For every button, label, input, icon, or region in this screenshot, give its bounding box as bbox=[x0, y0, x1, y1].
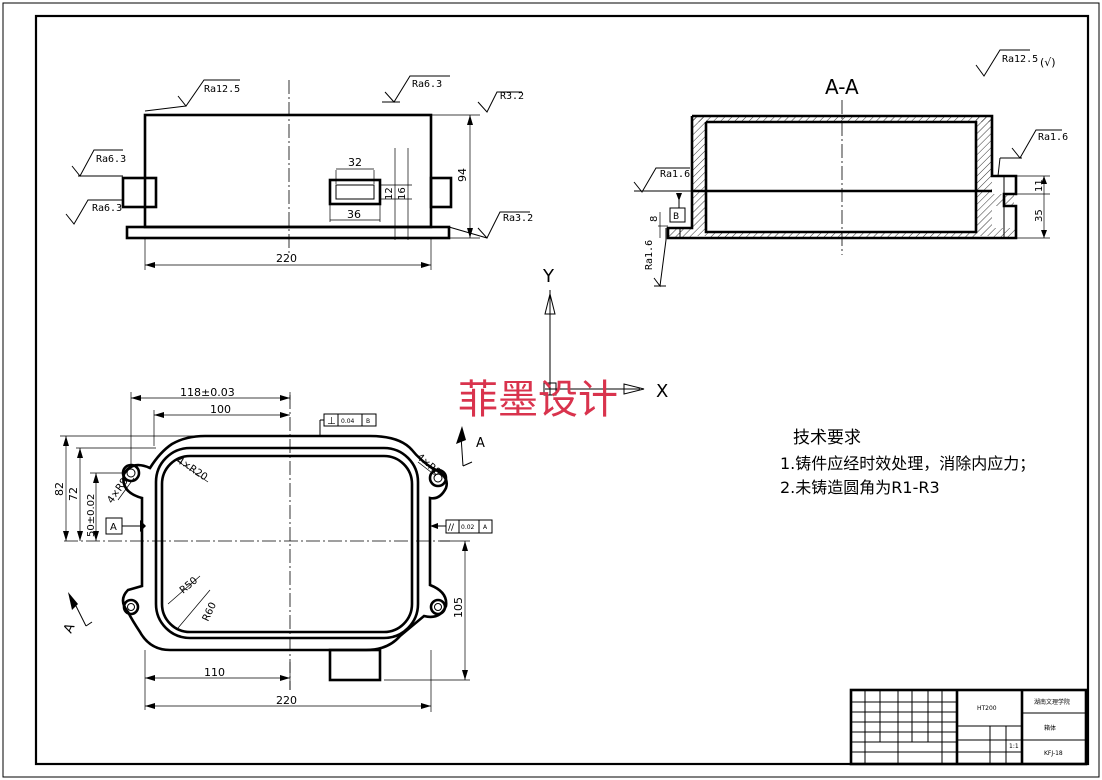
dim-220-top: 220 bbox=[276, 694, 297, 707]
dim-r50: R50 bbox=[178, 575, 200, 596]
datum-a: A bbox=[110, 522, 117, 533]
dim-72: 72 bbox=[67, 487, 80, 501]
dim-82: 82 bbox=[53, 482, 66, 496]
roughness-symbol-ra3-2-right: Ra3.2 bbox=[448, 211, 533, 239]
roughness-symbol-ra12-5: Ra12.5 bbox=[144, 79, 240, 112]
roughness-symbol-ra6-3-left-upper: Ra6.3 bbox=[71, 149, 126, 177]
datum-b: B bbox=[673, 212, 679, 222]
roughness-ra6-3-top: Ra6.3 bbox=[412, 79, 442, 90]
dim-100: 100 bbox=[210, 403, 231, 416]
roughness-ra6-3-left-lower: Ra6.3 bbox=[92, 203, 122, 214]
tol-par-symbol: // bbox=[448, 523, 455, 533]
tol-perp-symbol: ⊥ bbox=[327, 416, 336, 427]
roughness-ra1-6-right: Ra1.6 bbox=[1038, 132, 1068, 143]
title-scale: 1:1 bbox=[1009, 743, 1019, 750]
roughness-ra6-3-left-upper: Ra6.3 bbox=[96, 154, 126, 165]
roughness-ra3-2-right: Ra3.2 bbox=[503, 213, 533, 224]
title-drawing-no: KFJ-18 bbox=[1044, 750, 1063, 757]
dim-110: 110 bbox=[204, 666, 225, 679]
inner-border bbox=[34, 14, 1090, 766]
section-title: A-A bbox=[825, 75, 859, 99]
dim-94: 94 bbox=[456, 168, 469, 182]
tolerance-frame-parallelism: // 0.02 A bbox=[430, 519, 493, 534]
dim-35: 35 bbox=[1034, 209, 1045, 222]
axis-y-label: Y bbox=[542, 266, 555, 287]
watermark: 菲墨设计 bbox=[458, 377, 618, 423]
roughness-ra1-6-bottom: Ra1.6 bbox=[644, 240, 655, 270]
tol-perp-value: 0.04 bbox=[341, 418, 355, 425]
dim-16: 16 bbox=[397, 187, 408, 200]
title-block: HT200 湖南文理学院 箱体 KFJ-18 1:1 bbox=[849, 688, 1088, 766]
dim-220-front: 220 bbox=[276, 252, 297, 265]
title-material: HT200 bbox=[977, 705, 997, 712]
title-school: 湖南文理学院 bbox=[1034, 698, 1070, 706]
dim-12: 12 bbox=[384, 187, 395, 200]
dim-50: 50±0.02 bbox=[86, 494, 97, 537]
dim-105: 105 bbox=[452, 597, 465, 618]
section-label-top: A bbox=[476, 436, 485, 451]
tech-item-2: 2.未铸造圆角为R1-R3 bbox=[780, 478, 940, 497]
roughness-ra12-5: Ra12.5 bbox=[204, 84, 240, 95]
dim-4xr20: 4×R20 bbox=[174, 455, 209, 483]
tol-par-datum: A bbox=[483, 524, 488, 531]
roughness-r3-2-top: R3.2 bbox=[500, 91, 524, 102]
dim-8: 8 bbox=[649, 216, 660, 222]
roughness-ra1-6-left: Ra1.6 bbox=[660, 169, 690, 180]
tol-par-value: 0.02 bbox=[461, 524, 475, 531]
tech-requirements: 技术要求 1.铸件应经时效处理，消除内应力； 2.未铸造圆角为R1-R3 bbox=[780, 428, 1035, 497]
axis-x-label: X bbox=[656, 381, 668, 402]
tech-item-1: 1.铸件应经时效处理，消除内应力； bbox=[780, 454, 1035, 473]
roughness-symbol-r3-2-top: R3.2 bbox=[477, 91, 524, 113]
roughness-general: Ra12.5 bbox=[1002, 54, 1038, 65]
roughness-symbol-ra6-3-left-lower: Ra6.3 bbox=[65, 199, 123, 225]
dim-36: 36 bbox=[347, 208, 361, 221]
roughness-general-suffix: (√) bbox=[1040, 56, 1056, 69]
dim-32: 32 bbox=[348, 156, 362, 169]
section-view-a-a: A-A Ra12.5 (√) Ra1.6 Ra1.6 Ra1.6 bbox=[633, 49, 1068, 288]
top-view: 118±0.03 100 82 72 50±0.02 4×R8 4×R20 4×… bbox=[53, 386, 493, 712]
dim-r60: R60 bbox=[201, 601, 219, 623]
dim-118: 118±0.03 bbox=[180, 386, 235, 399]
tolerance-frame-perpendicularity: ⊥ 0.04 B bbox=[319, 413, 377, 436]
front-view: 32 36 12 16 94 220 Ra12.5 bbox=[65, 75, 533, 270]
title-part-name: 箱体 bbox=[1044, 724, 1056, 732]
coordinate-axes: Y X bbox=[542, 266, 668, 402]
roughness-symbol-ra6-3-top: Ra6.3 bbox=[382, 75, 450, 103]
section-label-bottom: A bbox=[61, 621, 78, 635]
dim-11: 11 bbox=[1034, 179, 1045, 192]
tech-title: 技术要求 bbox=[793, 428, 861, 448]
tol-perp-datum: B bbox=[366, 418, 370, 425]
